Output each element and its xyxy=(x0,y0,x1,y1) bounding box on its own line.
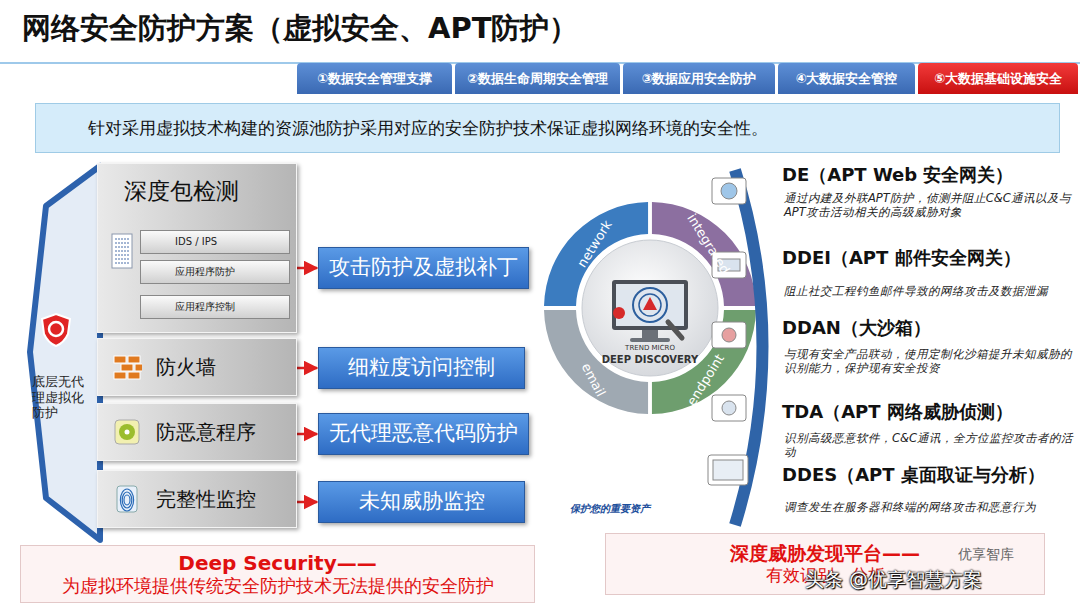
arrow-connector xyxy=(297,267,317,270)
node-text: 攻击防护及虚拟补丁 xyxy=(329,255,518,280)
arrow-connector xyxy=(297,501,317,504)
box-icon xyxy=(112,484,142,514)
caption-body: 为虚拟环境提供传统安全防护技术无法提供的安全防护 xyxy=(62,575,494,597)
capability-box: 无代理恶意代码防护 xyxy=(318,413,529,455)
product-heading: DDEI（APT 邮件安全网关） xyxy=(782,247,1078,270)
node-text: IDS / IPS xyxy=(175,236,217,248)
doc-icon xyxy=(110,232,136,272)
ring-label: endpoint xyxy=(678,342,734,418)
node-text: 应用程序控制 xyxy=(175,301,235,313)
chevron-panel: 底层无代理虚拟化防护 xyxy=(24,162,104,544)
tab-active: ⑤大数据基础设施安全 xyxy=(918,63,1078,94)
brand-label: DEEP DISCOVERY xyxy=(585,354,715,367)
watermark: 头条 @优享智慧方案 xyxy=(805,568,1065,592)
product-heading: DDAN（大沙箱） xyxy=(782,317,1078,340)
product-desc: 阻止社交工程钓鱼邮件导致的网络攻击及数据泄漏 xyxy=(784,284,1074,298)
node-text: ④大数据安全管控 xyxy=(795,71,897,87)
node-text: 底层无代理虚拟化防护 xyxy=(32,374,88,421)
tab: ④大数据安全管控 xyxy=(778,63,915,94)
feature-box: 防火墙 xyxy=(97,338,297,396)
sub-box: IDS / IPS xyxy=(140,230,290,254)
box-icon xyxy=(112,352,142,382)
caption-heading: Deep Security—— xyxy=(178,551,376,575)
feature-box: IDS / IPS 应用程序防护应用程序控制 深度包检测 xyxy=(97,163,297,333)
node-text: 防恶意程序 xyxy=(156,420,256,444)
caption-box: Deep Security——为虚拟环境提供传统安全防护技术无法提供的安全防护 xyxy=(20,545,535,603)
sub-box: 应用程序控制 xyxy=(140,295,290,319)
chevron-outline xyxy=(24,162,104,544)
tab: ③数据应用安全防护 xyxy=(623,63,775,94)
arrow-connector xyxy=(297,433,317,436)
monitor-icon xyxy=(612,280,688,342)
brand-label: TREND MICRO xyxy=(600,344,700,353)
node-text: 防火墙 xyxy=(156,355,216,379)
capability-box: 攻击防护及虚拟补丁 xyxy=(318,247,529,289)
node-text: 针对采用虚拟技术构建的资源池防护采用对应的安全防护技术保证虚拟网络环境的安全性。 xyxy=(88,118,768,138)
banner: 针对采用虚拟技术构建的资源池防护采用对应的安全防护技术保证虚拟网络环境的安全性。 xyxy=(35,103,1060,153)
tab: ②数据生命周期安全管理 xyxy=(455,63,620,94)
tab: ①数据安全管理支撑 xyxy=(297,63,452,94)
caption-heading: 深度威胁发现平台—— xyxy=(730,542,920,565)
ring-label: network xyxy=(570,210,621,278)
watermark: 优享智库 xyxy=(958,546,1058,564)
product-desc: 识别高级恶意软件，C&C通讯，全方位监控攻击者的活动 xyxy=(784,431,1074,460)
shield-icon xyxy=(40,312,72,348)
node-text: 细粒度访问控制 xyxy=(348,355,495,380)
ring-label: integrated xyxy=(680,206,736,282)
product-desc: 调查发生在服务器和终端的网络攻击和恶意行为 xyxy=(784,500,1074,514)
product-heading: DDES（APT 桌面取证与分析） xyxy=(782,464,1078,487)
node-text: 应用程序防护 xyxy=(175,266,235,278)
feature-box: 防恶意程序 xyxy=(97,403,297,461)
product-desc: 通过内建及外联APT防护，侦测并阻止C&C通讯以及与APT攻击活动相关的高级威胁… xyxy=(784,191,1074,220)
title: 网络安全防护方案（虚拟安全、APT防护） xyxy=(22,10,578,46)
box-icon xyxy=(112,417,142,447)
product-heading: DE（APT Web 安全网关） xyxy=(782,164,1078,187)
feature-box: 完整性监控 xyxy=(97,470,297,528)
center-disc xyxy=(582,240,718,376)
node-text: ①数据安全管理支撑 xyxy=(317,71,432,87)
node-text: ③数据应用安全防护 xyxy=(641,71,756,87)
sub-box: 应用程序防护 xyxy=(140,260,290,284)
node-text: 深度包检测 xyxy=(124,178,239,206)
ring-illustration xyxy=(544,202,756,414)
node-text: 完整性监控 xyxy=(156,487,256,511)
arrow-connector xyxy=(297,367,317,370)
capability-box: 未知威胁监控 xyxy=(318,481,525,523)
node-text: ②数据生命周期安全管理 xyxy=(467,71,608,87)
node-text: ⑤大数据基础设施安全 xyxy=(934,71,1062,87)
product-desc: 与现有安全产品联动，使用定制化沙箱提升未知威胁的识别能力，保护现有安全投资 xyxy=(784,347,1074,376)
node-text: 未知威胁监控 xyxy=(359,489,485,514)
brand-label: 保护您的重要资产 xyxy=(570,503,700,516)
product-heading: TDA（APT 网络威胁侦测） xyxy=(782,401,1078,424)
product-icons xyxy=(708,178,748,485)
capability-box: 细粒度访问控制 xyxy=(318,347,525,389)
node-text: 无代理恶意代码防护 xyxy=(329,421,518,446)
